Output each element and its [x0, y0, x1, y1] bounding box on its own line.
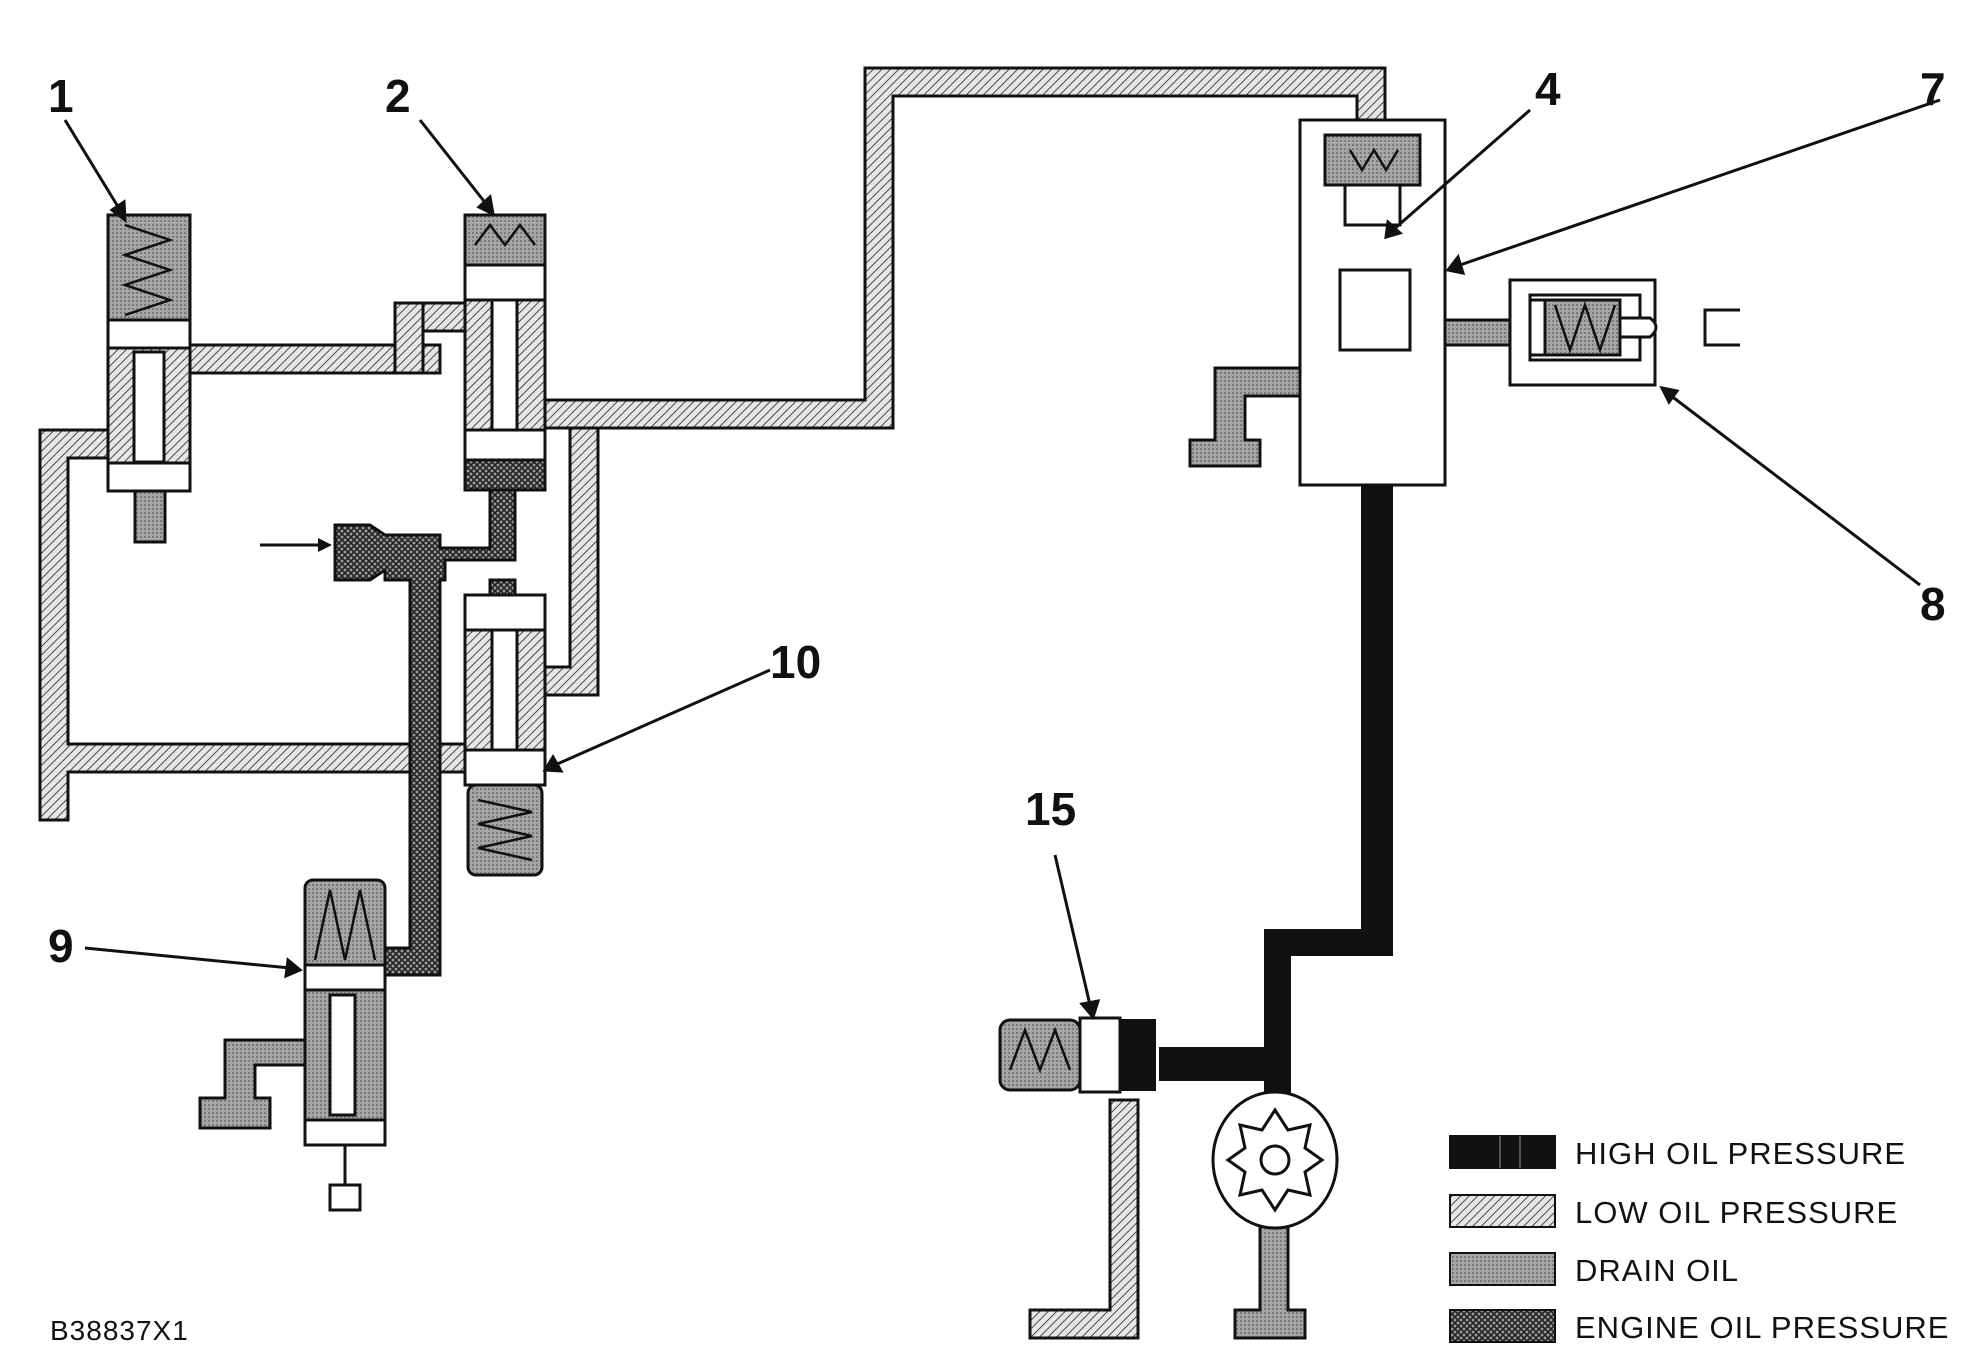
- valve-10: [463, 593, 547, 877]
- valve-9: [303, 878, 387, 1212]
- low-pressure-passages: [38, 66, 1387, 1340]
- legend-swatch-high: [1449, 1135, 1556, 1169]
- callout-4: 4: [1535, 63, 1561, 115]
- legend-label-low: LOW OIL PRESSURE: [1575, 1195, 1898, 1230]
- callout-9: 9: [48, 920, 74, 972]
- callout-15: 15: [1025, 783, 1076, 835]
- legend: HIGH OIL PRESSURE LOW OIL PRESSURE DRAIN…: [1449, 1135, 1949, 1345]
- legend-label-engine: ENGINE OIL PRESSURE: [1575, 1310, 1949, 1345]
- legend-swatch-low: [1449, 1194, 1556, 1228]
- legend-label-drain: DRAIN OIL: [1575, 1253, 1739, 1288]
- callout-labels: 1 2 4 7 8 9 10 15: [48, 63, 1946, 972]
- valve-4-housing: [1298, 118, 1447, 487]
- callout-7: 7: [1920, 63, 1946, 115]
- oil-pump: [1211, 1090, 1339, 1230]
- callout-leaders: [63, 98, 1941, 1021]
- relief-valve-1: [106, 213, 192, 493]
- inlet-arrow: [260, 538, 332, 552]
- valve-15: [998, 1016, 1122, 1094]
- figure-code: B38837X1: [50, 1315, 189, 1346]
- valve-8: [1508, 278, 1740, 387]
- callout-2: 2: [385, 70, 411, 122]
- legend-swatch-engine: [1449, 1309, 1556, 1343]
- legend-swatch-drain: [1449, 1252, 1556, 1286]
- callout-1: 1: [48, 70, 74, 122]
- callout-8: 8: [1920, 578, 1946, 630]
- callout-10: 10: [770, 636, 821, 688]
- valve-2: [463, 213, 547, 492]
- legend-label-high: HIGH OIL PRESSURE: [1575, 1136, 1906, 1171]
